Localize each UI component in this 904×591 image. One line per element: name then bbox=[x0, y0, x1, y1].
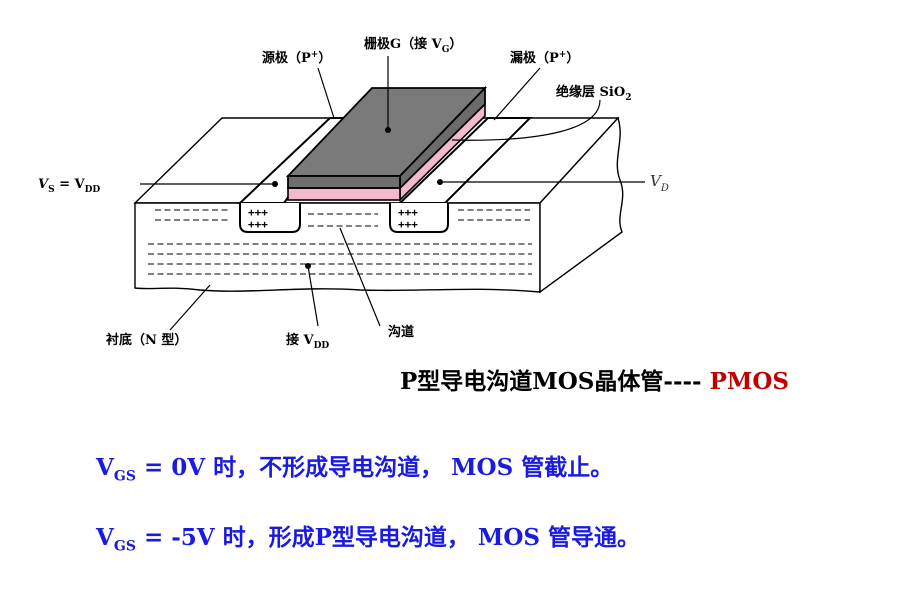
statement-text: = -5V 时，形成P型导电沟道， MOS 管导通。 bbox=[135, 524, 641, 551]
substrate-label-pointer bbox=[169, 284, 211, 331]
substrate-label: 衬底（N 型） bbox=[106, 332, 187, 348]
svg-text:+++: +++ bbox=[248, 206, 268, 219]
title-accent: PMOS bbox=[709, 368, 790, 395]
statement-vgs-negative: VGS = -5V 时，形成P型导电沟道， MOS 管导通。 bbox=[96, 518, 640, 555]
drain-p-plus-region bbox=[389, 203, 449, 233]
title-main: P型导电沟道MOS晶体管---- bbox=[400, 368, 702, 395]
vgs-subscript: GS bbox=[113, 538, 136, 555]
substrate-side-face bbox=[539, 116, 624, 294]
source-p-plus-region bbox=[239, 203, 301, 233]
substrate-front-face bbox=[134, 202, 541, 293]
svg-text:+++: +++ bbox=[398, 206, 418, 219]
source-plus-signs: +++ +++ bbox=[248, 206, 268, 231]
channel-label: 沟道 bbox=[388, 324, 414, 340]
diagram-title: P型导电沟道MOS晶体管---- PMOS bbox=[400, 362, 870, 396]
statement-text: = 0V 时，不形成导电沟道， MOS 管截止。 bbox=[135, 454, 614, 481]
drain-label: 漏极（P+） bbox=[510, 50, 579, 66]
vgs-symbol: V bbox=[96, 524, 114, 551]
substrate-charge-dashes bbox=[148, 209, 532, 275]
source-label-pointer bbox=[317, 67, 335, 119]
insulator-label: 绝缘层 SiO2 bbox=[556, 84, 631, 103]
gate-label: 栅极G（接 VG） bbox=[364, 36, 462, 55]
svg-text:+++: +++ bbox=[248, 218, 268, 231]
channel-label-pointer bbox=[339, 227, 381, 327]
vd-label: VD bbox=[650, 172, 669, 194]
gate-oxide-front bbox=[287, 187, 401, 201]
pmos-structure-diagram: +++ +++ +++ +++ 源极（P+） 栅极G（接 VG） bbox=[38, 36, 669, 351]
gate-metal-front bbox=[287, 175, 401, 189]
drain-plus-signs: +++ +++ bbox=[398, 206, 418, 231]
statement-vgs-zero: VGS = 0V 时，不形成导电沟道， MOS 管截止。 bbox=[96, 448, 613, 485]
vs-label: VS = VDD bbox=[38, 177, 100, 195]
source-label: 源极（P+） bbox=[262, 50, 331, 66]
connect-vdd-label: 接 VDD bbox=[286, 332, 329, 351]
vgs-symbol: V bbox=[96, 454, 114, 481]
substrate-lead bbox=[307, 265, 319, 327]
drain-label-pointer bbox=[493, 67, 541, 121]
svg-text:+++: +++ bbox=[398, 218, 418, 231]
vgs-subscript: GS bbox=[113, 468, 136, 485]
insulator-label-pointer bbox=[451, 99, 601, 141]
